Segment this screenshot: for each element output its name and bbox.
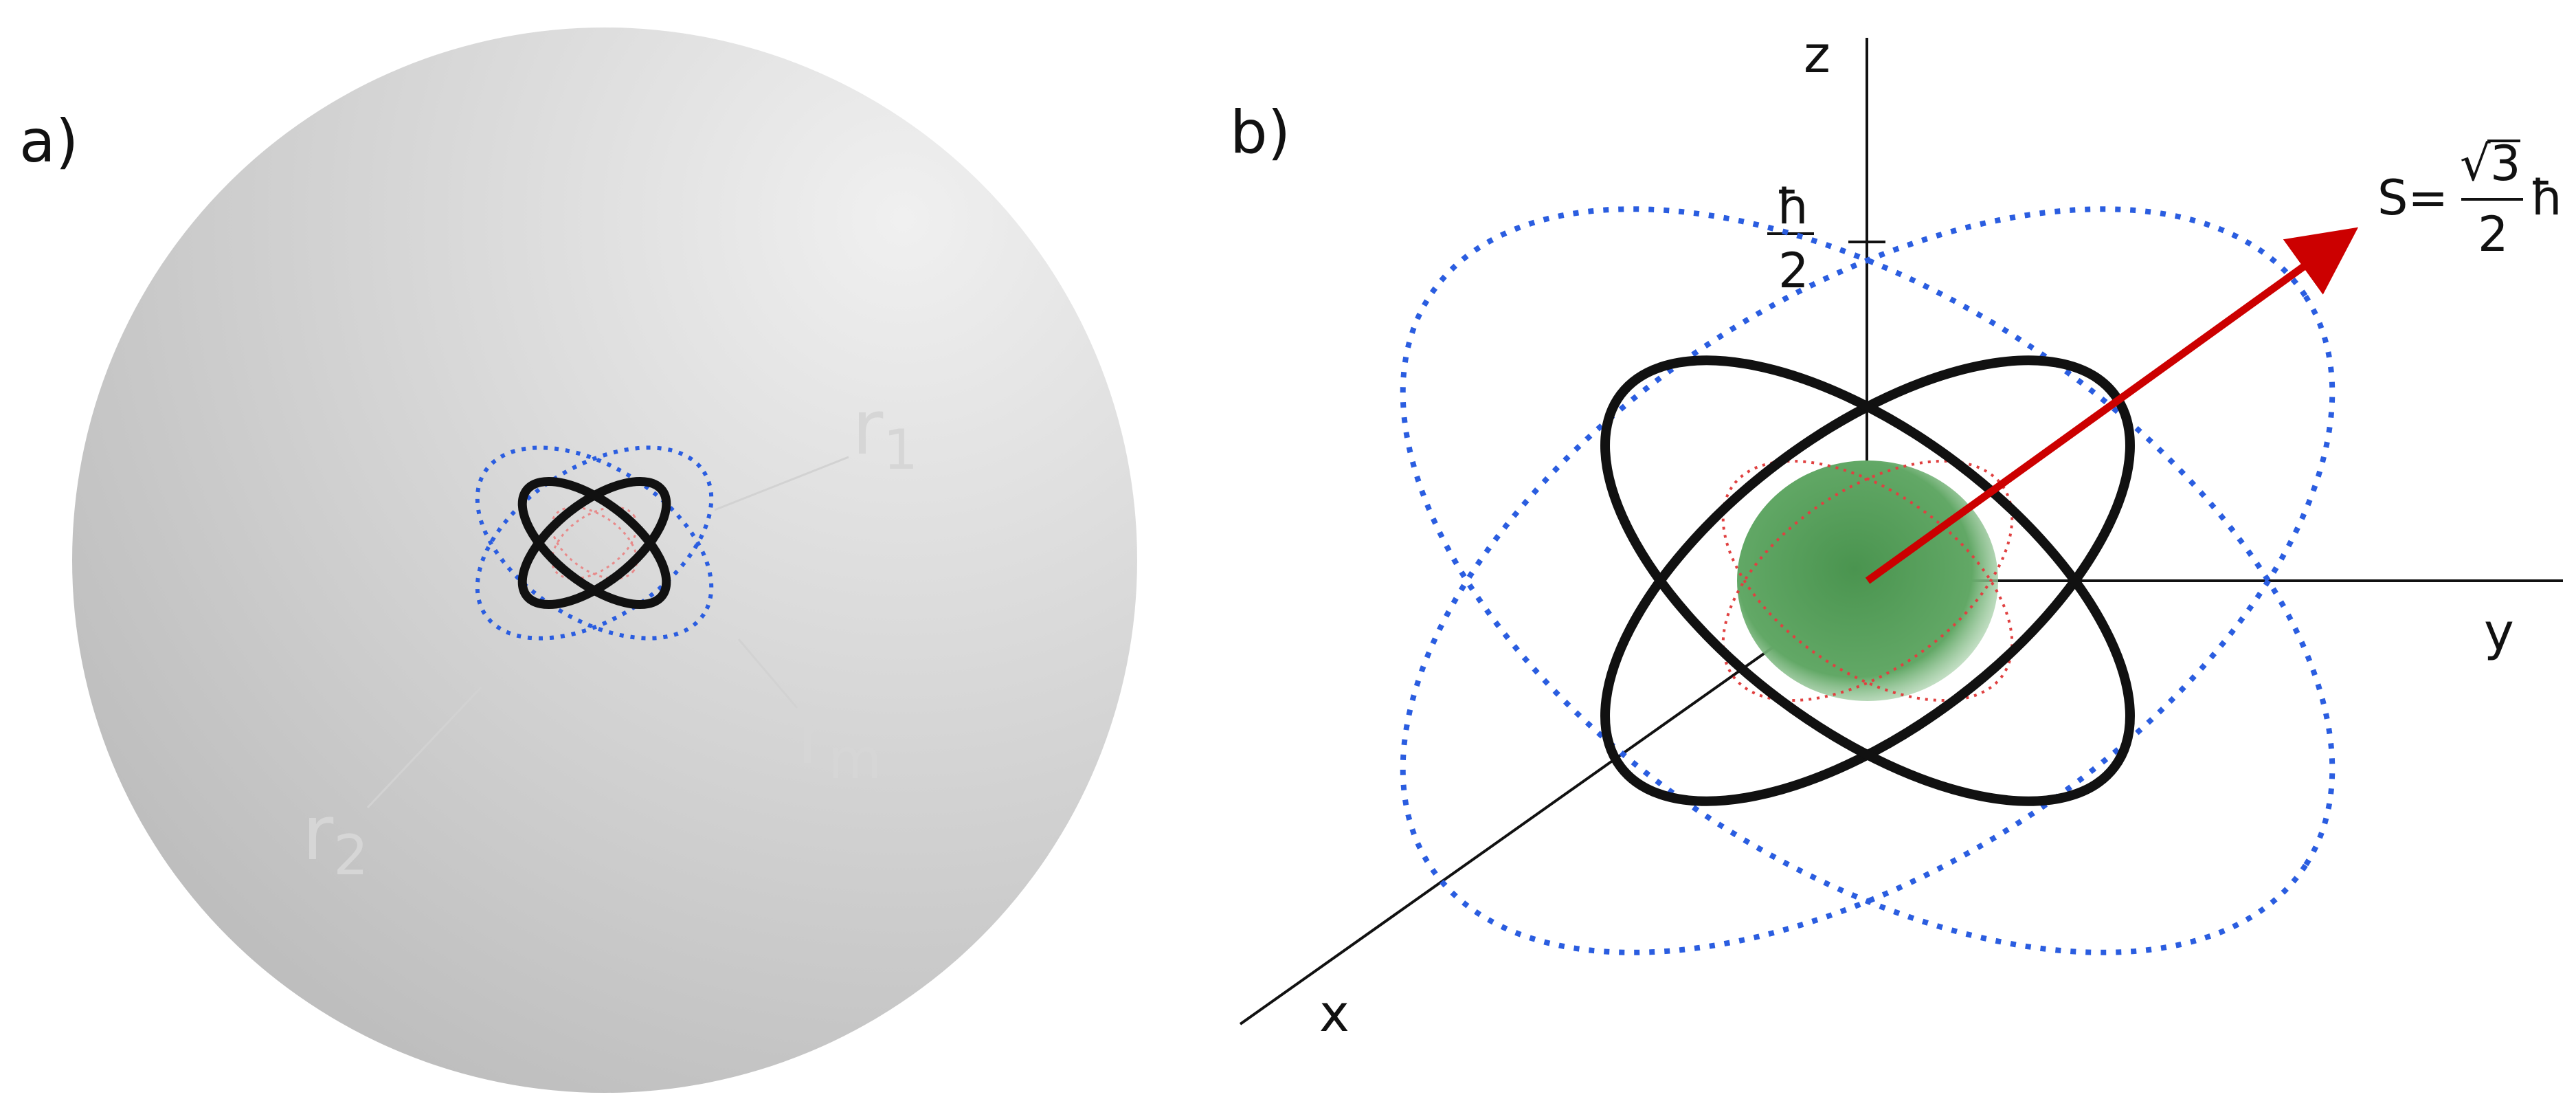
small-red-orbit-1: [550, 506, 638, 580]
z-axis-label: z: [1804, 25, 1830, 85]
rm-label: rm: [797, 693, 882, 791]
tick-label-hbar-over-2: ħ 2: [1767, 179, 1814, 299]
r2-guide-line: [366, 686, 482, 809]
black-orbit-2: [1600, 355, 2135, 806]
r2-label: r2: [302, 789, 368, 887]
y-axis-label: y: [2484, 603, 2514, 662]
svg-text:√: √: [2460, 135, 2491, 192]
x-axis-label: x: [1319, 984, 1349, 1043]
r1-label: r1: [852, 384, 918, 482]
r1-guide-line: [714, 456, 849, 511]
small-red-orbit-2: [550, 506, 638, 580]
spin-magnitude-label: S= √ 3 2 ħ: [2377, 135, 2564, 263]
blue-dotted-orbit-1: [1400, 206, 2336, 955]
black-orbit-1: [1600, 355, 2135, 806]
x-axis: [1239, 579, 1868, 1025]
small-blue-orbit-2: [475, 445, 714, 641]
panel-b-label: b): [1230, 98, 1290, 167]
svg-text:2: 2: [2478, 206, 2509, 263]
svg-text:ħ: ħ: [2530, 170, 2564, 226]
small-black-orbit-1: [517, 476, 671, 610]
svg-text:3: 3: [2490, 135, 2521, 192]
spin-arrow-icon: [1865, 227, 2359, 584]
red-dotted-orbit-2: [1721, 459, 2014, 702]
panel-b: b) z y x ħ 2 S= √ 3: [1230, 25, 2564, 1043]
svg-text:2: 2: [1778, 243, 1809, 299]
blue-dotted-orbit-2: [1400, 206, 2336, 955]
svg-text:S=: S=: [2377, 170, 2448, 226]
background-sphere: [72, 27, 1137, 1093]
svg-text:ħ: ħ: [1776, 179, 1810, 235]
small-black-orbit-2: [517, 476, 671, 610]
rm-guide-line: [737, 639, 798, 709]
panel-a: a) r1 rm r2: [19, 27, 1137, 1093]
panel-a-label: a): [19, 107, 78, 176]
